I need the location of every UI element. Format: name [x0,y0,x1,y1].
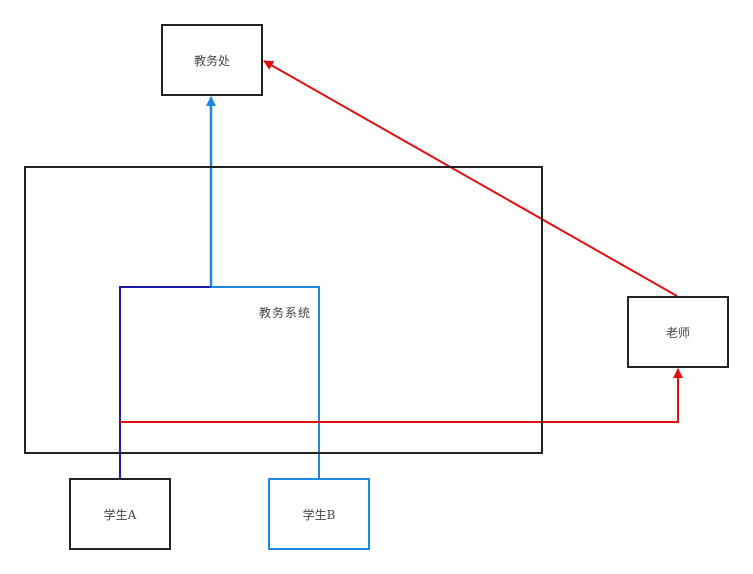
node-student-b[interactable]: 学生B [268,478,370,550]
system-container [24,166,543,454]
node-student-b-label: 学生B [302,507,336,522]
node-teacher[interactable]: 老师 [627,296,729,368]
node-student-a[interactable]: 学生A [69,478,171,550]
system-container-label: 教务系统 [259,306,312,320]
edge-student-to-teacher [120,368,683,423]
edge-student-a-to-office [119,286,211,478]
node-academic-office-label: 教务处 [193,53,230,68]
edge-teacher-to-office [263,60,678,297]
node-academic-office[interactable]: 教务处 [161,24,263,96]
node-student-a-label: 学生A [103,507,137,522]
edge-student-b-to-office [211,286,320,478]
node-teacher-label: 老师 [665,325,690,340]
